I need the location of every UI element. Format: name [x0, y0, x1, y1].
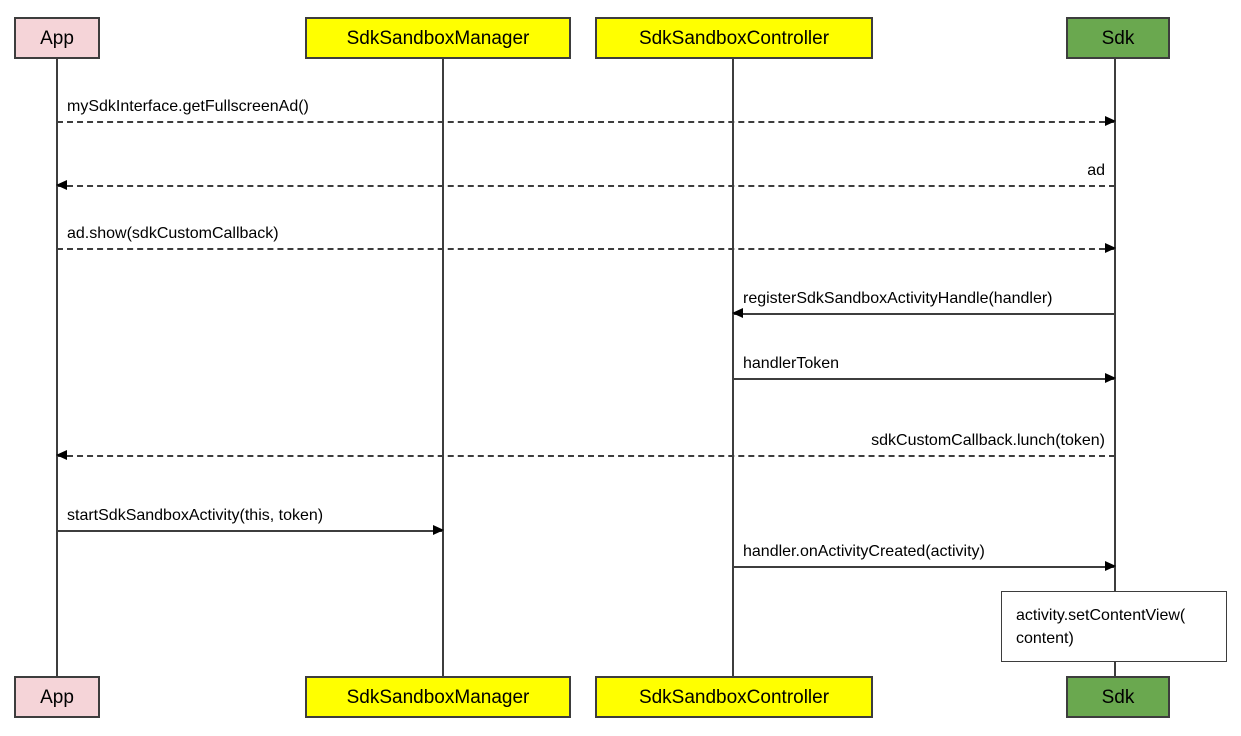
- message-label: sdkCustomCallback.lunch(token): [871, 432, 1105, 449]
- arrow-head-icon: [56, 450, 67, 460]
- participant-label: SdkSandboxManager: [346, 27, 530, 49]
- message-line: [57, 121, 1115, 123]
- participant-footer-sdk: Sdk: [1066, 676, 1170, 718]
- participant-header-app: App: [14, 17, 100, 59]
- message-label: ad.show(sdkCustomCallback): [67, 225, 279, 242]
- participant-label: Sdk: [1101, 27, 1135, 49]
- arrow-head-icon: [56, 180, 67, 190]
- participant-footer-controller: SdkSandboxController: [595, 676, 873, 718]
- arrow-head-icon: [732, 308, 743, 318]
- lifeline-controller: [732, 59, 734, 676]
- participant-footer-app: App: [14, 676, 100, 718]
- participant-label: SdkSandboxController: [638, 27, 830, 49]
- arrow-head-icon: [1105, 373, 1116, 383]
- participant-label: SdkSandboxController: [638, 686, 830, 708]
- participant-label: Sdk: [1101, 686, 1135, 708]
- participant-header-sdk: Sdk: [1066, 17, 1170, 59]
- message-line: [733, 378, 1115, 380]
- message-label: handler.onActivityCreated(activity): [743, 543, 985, 560]
- lifeline-sdk: [1114, 59, 1116, 676]
- message-label: registerSdkSandboxActivityHandle(handler…: [743, 290, 1053, 307]
- message-label: mySdkInterface.getFullscreenAd(): [67, 98, 309, 115]
- message-line: [57, 455, 1115, 457]
- participant-label: App: [40, 686, 74, 708]
- arrow-head-icon: [1105, 243, 1116, 253]
- arrow-head-icon: [1105, 561, 1116, 571]
- message-line: [57, 248, 1115, 250]
- message-line: [57, 185, 1115, 187]
- lifeline-app: [56, 59, 58, 676]
- message-line: [57, 530, 443, 532]
- participant-label: SdkSandboxManager: [346, 686, 530, 708]
- message-label: handlerToken: [743, 355, 840, 372]
- arrow-head-icon: [1105, 116, 1116, 126]
- message-line: [733, 313, 1115, 315]
- participant-footer-manager: SdkSandboxManager: [305, 676, 571, 718]
- participant-header-controller: SdkSandboxController: [595, 17, 873, 59]
- message-line: [733, 566, 1115, 568]
- message-label: startSdkSandboxActivity(this, token): [67, 507, 324, 524]
- arrow-head-icon: [433, 525, 444, 535]
- participant-label: App: [40, 27, 74, 49]
- message-label: ad: [1087, 162, 1105, 179]
- note-note1: activity.setContentView( content): [1001, 591, 1227, 662]
- participant-header-manager: SdkSandboxManager: [305, 17, 571, 59]
- lifeline-manager: [442, 59, 444, 676]
